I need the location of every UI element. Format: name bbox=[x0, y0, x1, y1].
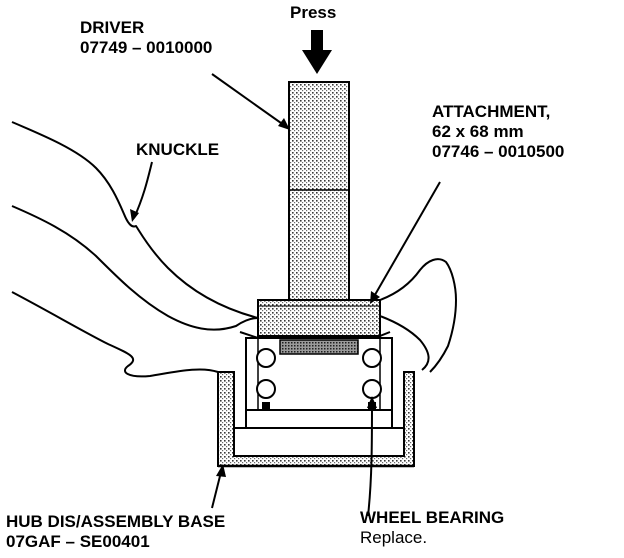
driver-callout: DRIVER 07749 – 0010000 bbox=[80, 18, 212, 58]
attachment-callout: ATTACHMENT, 62 x 68 mm 07746 – 0010500 bbox=[432, 102, 564, 162]
hub-base-callout: HUB DIS/ASSEMBLY BASE 07GAF – SE00401 bbox=[6, 512, 225, 552]
wheel-bearing-callout: WHEEL BEARING Replace. bbox=[360, 508, 504, 548]
hub-base-part-number: 07GAF – SE00401 bbox=[6, 532, 150, 551]
attachment-size: 62 x 68 mm bbox=[432, 122, 524, 141]
hub-base-name: HUB DIS/ASSEMBLY BASE bbox=[6, 512, 226, 531]
press-arrow-icon bbox=[302, 30, 332, 74]
knuckle-label: KNUCKLE bbox=[136, 140, 220, 159]
driver-tool bbox=[288, 81, 350, 301]
attachment-tool bbox=[257, 299, 381, 337]
driver-name: DRIVER bbox=[80, 18, 145, 37]
wheel-bearing-name: WHEEL BEARING bbox=[360, 508, 505, 527]
wheel-bearing bbox=[245, 337, 393, 411]
wheel-bearing-note: Replace. bbox=[360, 528, 428, 547]
press-label: Press bbox=[290, 3, 337, 22]
knuckle-outline bbox=[11, 121, 457, 378]
hub-assembly-base bbox=[217, 371, 415, 468]
leader-lines bbox=[130, 73, 441, 517]
driver-part-number: 07749 – 0010000 bbox=[80, 38, 213, 57]
attachment-part-number: 07746 – 0010500 bbox=[432, 142, 565, 161]
attachment-name: ATTACHMENT, bbox=[432, 102, 551, 121]
